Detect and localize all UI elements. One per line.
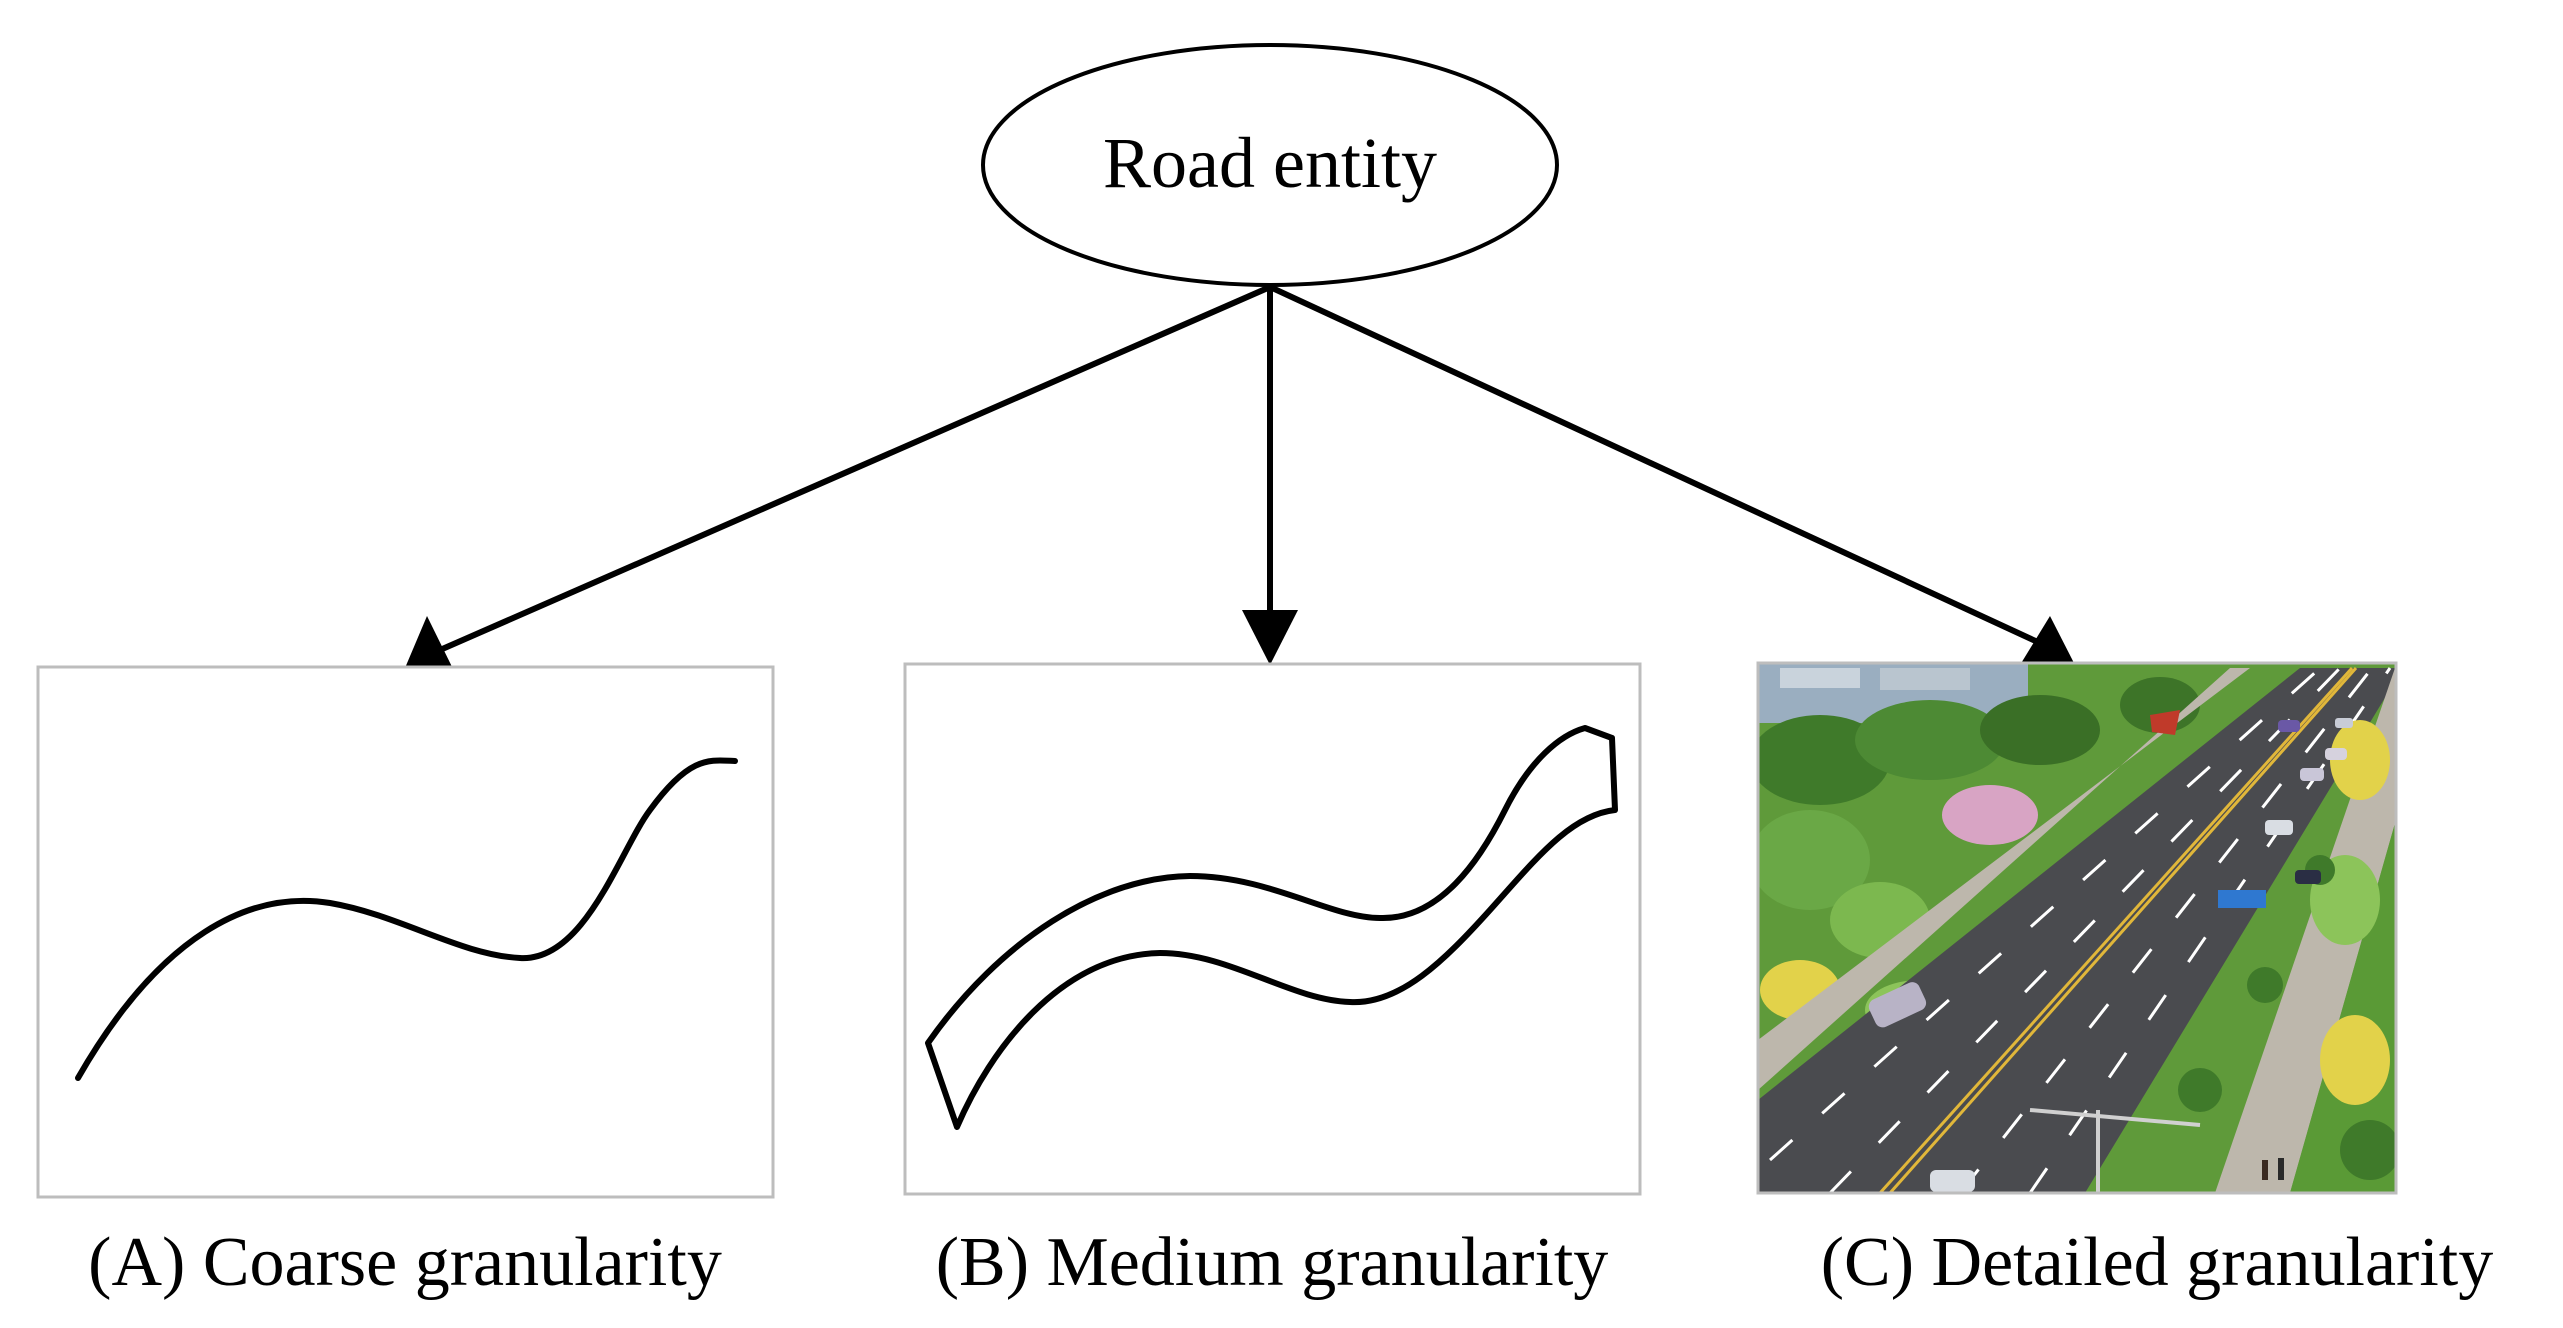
caption-coarse: (A) Coarse granularity bbox=[88, 1224, 722, 1301]
road-polygon bbox=[925, 725, 1618, 1130]
road-centerline bbox=[75, 757, 738, 1081]
root-label: Road entity bbox=[1103, 123, 1437, 203]
arrow-to-detailed bbox=[1268, 284, 2075, 665]
arrow-to-coarse bbox=[405, 284, 1272, 679]
root-node bbox=[981, 43, 1559, 287]
panel-medium bbox=[903, 662, 1642, 1196]
panel-detailed bbox=[1756, 661, 2398, 1195]
caption-medium: (B) Medium granularity bbox=[936, 1224, 1609, 1301]
panel-coarse bbox=[36, 665, 775, 1199]
panel-detailed-frame bbox=[1756, 661, 2398, 1195]
arrow-to-medium bbox=[1242, 287, 1298, 665]
caption-detailed: (C) Detailed granularity bbox=[1821, 1224, 2494, 1301]
panel-coarse-frame bbox=[36, 665, 775, 1199]
